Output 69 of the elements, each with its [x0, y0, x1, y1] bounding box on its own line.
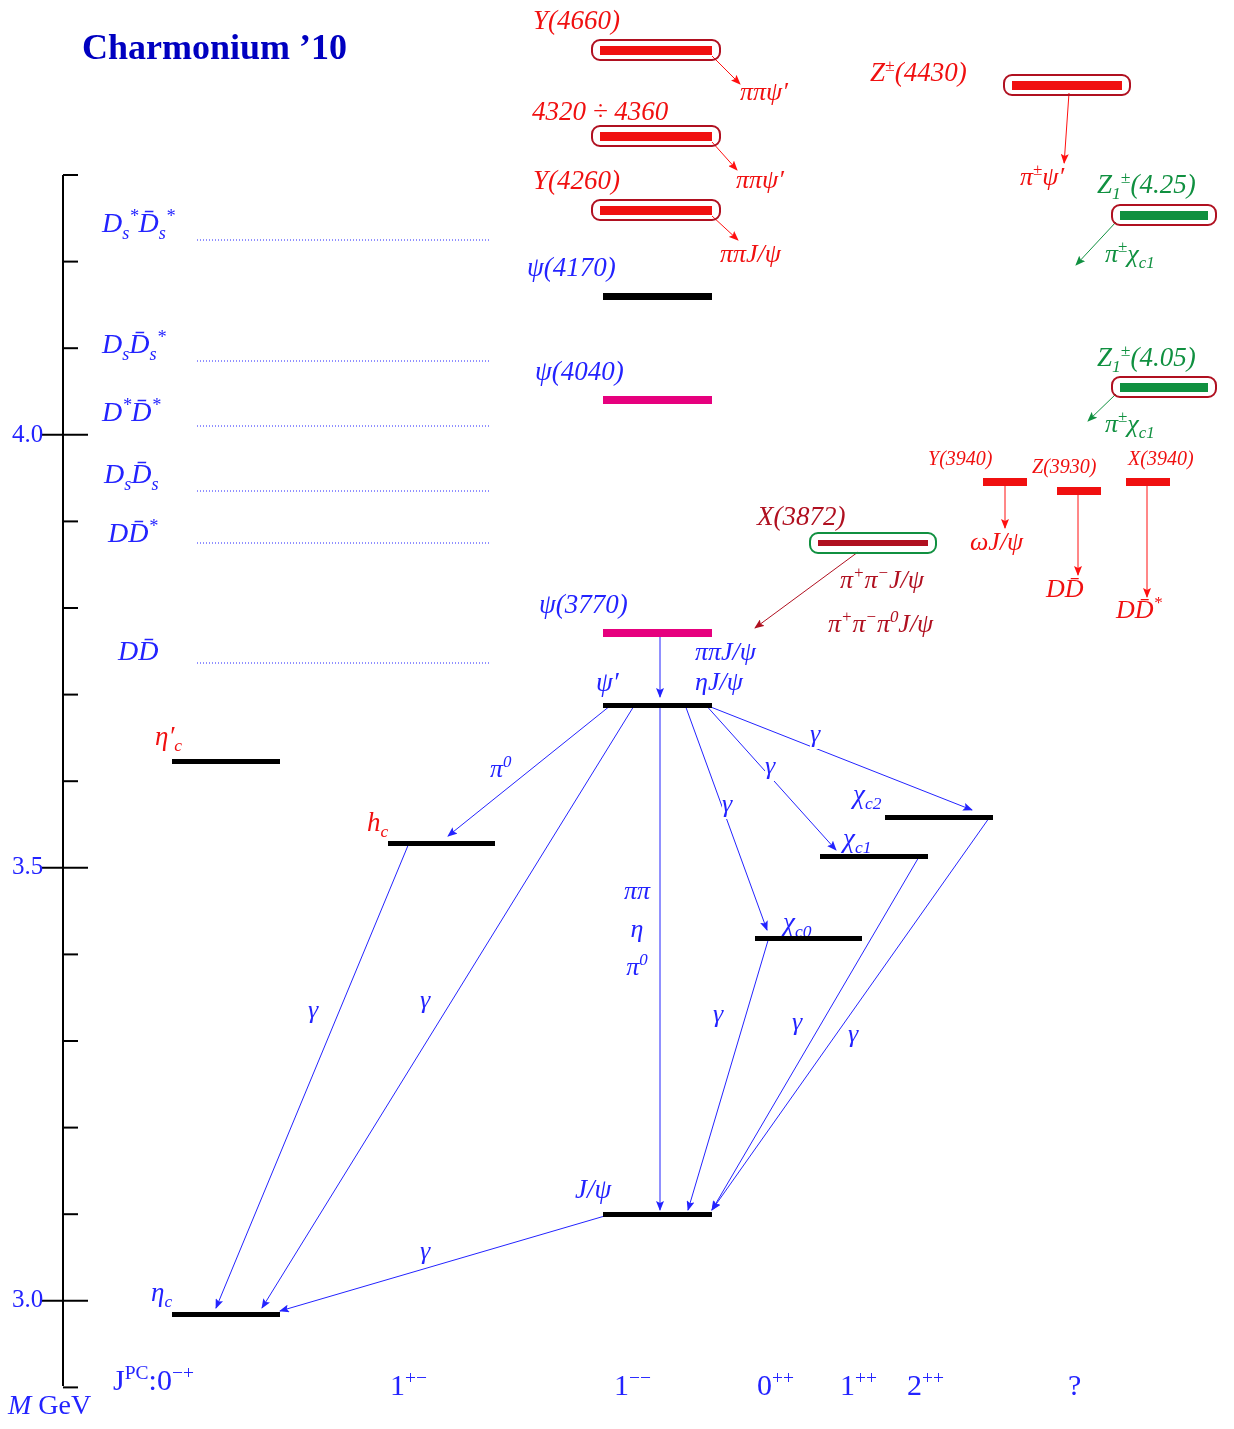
transition-arrow	[686, 940, 769, 1211]
transition-label: π$^{±}$χ$_{c1}$	[1105, 240, 1155, 269]
transition-label: ππJ/ψ ηJ/ψ	[695, 637, 757, 697]
level-label: Y(3940)	[928, 447, 993, 469]
level-label: Z$_{1}$$^{±}$(4.25)	[1097, 170, 1196, 200]
level-label: χ$_{c1}$	[843, 824, 872, 854]
threshold-label: DD̄$^{*}$	[108, 518, 158, 549]
axis-tick-label: 3.0	[12, 1285, 44, 1313]
transition-arrow	[1087, 393, 1117, 422]
transition-arrow	[711, 215, 739, 241]
level-label: J/ψ	[575, 1175, 612, 1205]
decay-product-label: π$^{±}$ψ′	[1020, 163, 1065, 192]
decay-product-label: DD̄	[1046, 575, 1084, 604]
decay-product-label: ππJ/ψ	[720, 240, 781, 269]
level-label: ψ(3770)	[539, 590, 628, 620]
quantum-number-label: 2$^{++}$	[907, 1368, 944, 1401]
level-label: ψ(4170)	[527, 253, 616, 283]
quantum-number-label: 1$^{++}$	[840, 1368, 877, 1401]
transition-arrow	[1143, 485, 1151, 598]
transition-arrow	[685, 707, 768, 931]
level-label: ψ′	[596, 668, 619, 698]
transition-arrow	[1001, 485, 1009, 529]
transition-arrow	[1075, 221, 1117, 266]
decay-product-label: π$^{+}$π$^{−}$J/ψ	[840, 566, 924, 595]
level-label: Z$_{1}$$^{±}$(4.05)	[1097, 343, 1196, 373]
decay-product-label: π$^{+}$π$^{−}$π$^{0}$J/ψ	[828, 610, 934, 639]
axis-title: M GeV	[8, 1390, 92, 1421]
decay-product-label: ππψ′	[740, 78, 788, 107]
quantum-number-label: ?	[1068, 1368, 1082, 1401]
transition-arrow	[447, 707, 609, 837]
quantum-number-label: J$^{PC}$:0$^{−+}$	[113, 1363, 194, 1396]
transition-arrow	[656, 636, 664, 698]
level-label: X(3940)	[1128, 447, 1194, 469]
transition-arrow	[711, 141, 738, 171]
level-label: X(3872)	[757, 502, 846, 532]
transition-arrow	[711, 707, 973, 811]
transition-arrow	[261, 707, 634, 1309]
level-label: Z$^{±}$(4430)	[870, 58, 967, 88]
axis-tick-label: 3.5	[12, 852, 44, 880]
level-label: χ$_{c2}$	[853, 780, 882, 810]
threshold-label: D$^{*}$D̄$^{*}$	[102, 397, 161, 428]
level-label: η′$_{c}$	[155, 722, 183, 752]
level-label: Z(3930)	[1032, 455, 1097, 477]
transition-arrow	[215, 845, 409, 1309]
quantum-number-label: 1$^{+−}$	[390, 1368, 427, 1401]
transition-arrow	[707, 707, 837, 851]
quantum-number-label: 0$^{++}$	[757, 1368, 794, 1401]
transition-arrow	[656, 707, 664, 1211]
level-label: 4320 ÷ 4360	[532, 97, 669, 127]
decay-product-label: ππψ′	[736, 166, 784, 195]
transition-arrow	[711, 55, 741, 85]
threshold-label: D$_{s}$D̄$_{s}$	[104, 459, 159, 490]
diagram-title: Charmonium ’10	[82, 28, 347, 68]
transition-label: ππ η π$^{0}$	[622, 875, 652, 983]
transition-arrow	[279, 1216, 604, 1313]
transition-arrow	[1074, 494, 1082, 576]
level-label: Y(4660)	[533, 6, 620, 36]
threshold-label: DD̄	[118, 636, 159, 667]
level-label: Y(4260)	[533, 166, 620, 196]
quantum-number-label: 1$^{−−}$	[614, 1368, 651, 1401]
level-label: ψ(4040)	[535, 357, 624, 387]
transition-arrow	[1060, 92, 1070, 164]
transition-label: π$^{±}$χ$_{c1}$	[1105, 410, 1155, 439]
decay-product-label: DD̄$^{*}$	[1116, 596, 1162, 625]
axis-tick-label: 4.0	[12, 420, 44, 448]
decay-product-label: ωJ/ψ	[970, 528, 1024, 557]
transition-arrow	[711, 819, 989, 1211]
level-label: η$_{c}$	[151, 1278, 173, 1308]
level-label: h$_{c}$	[367, 808, 389, 838]
